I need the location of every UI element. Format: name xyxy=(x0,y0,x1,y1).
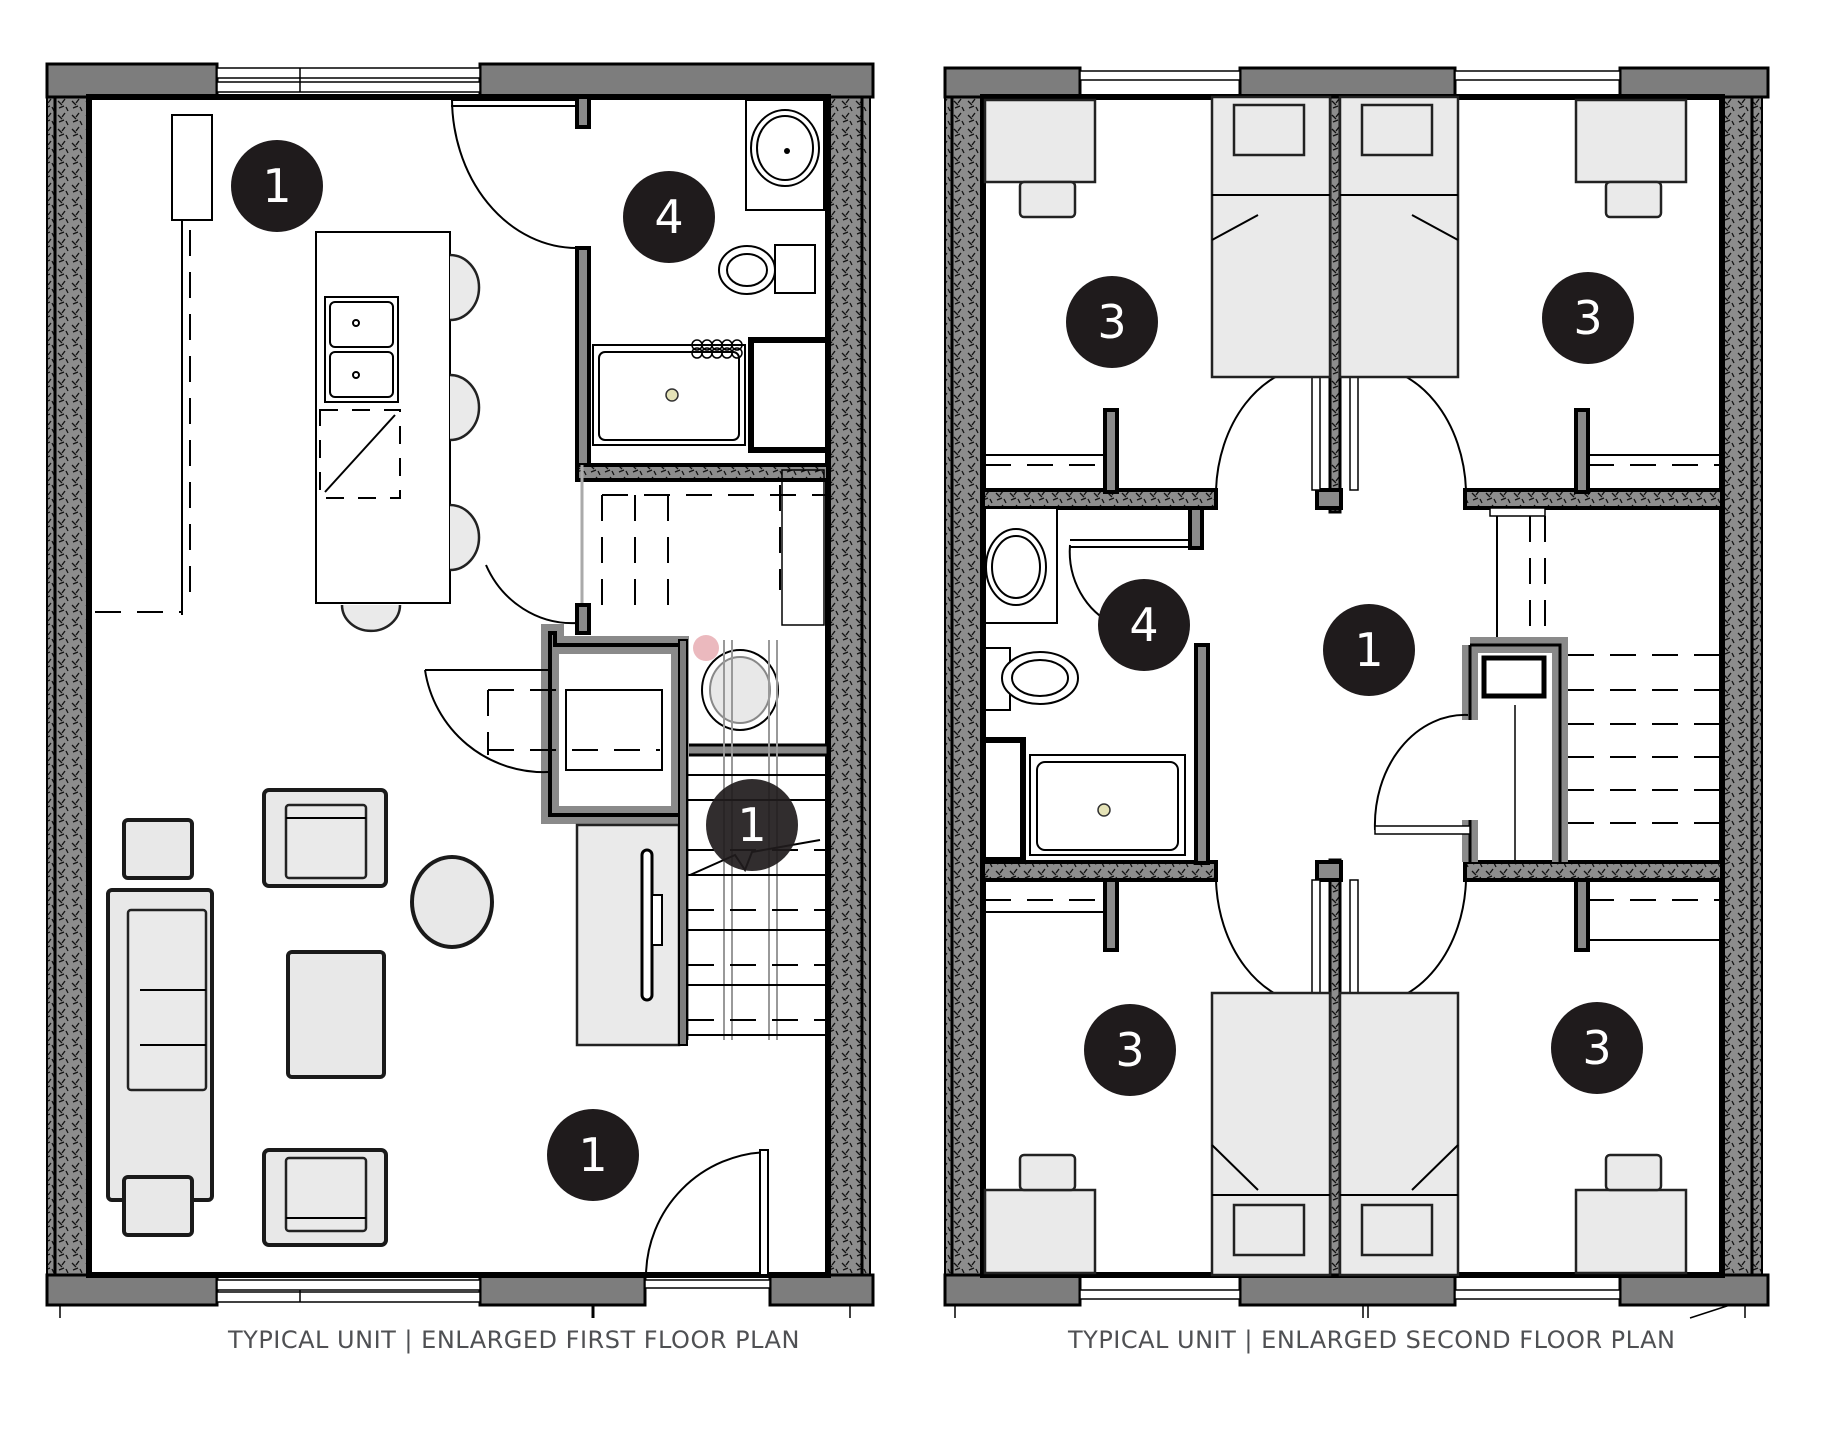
bar-stool xyxy=(340,604,402,633)
desk xyxy=(983,1188,1097,1275)
room-tag: 1 xyxy=(231,140,323,232)
svg-text:1: 1 xyxy=(262,159,291,213)
second-floor-plan-caption: TYPICAL UNIT | ENLARGED SECOND FLOOR PLA… xyxy=(1068,1326,1676,1354)
desk xyxy=(983,98,1097,184)
first-floor-bath-walls xyxy=(451,95,831,482)
svg-text:3: 3 xyxy=(1582,1021,1611,1075)
bar-stool xyxy=(449,373,481,442)
bedroom-closets xyxy=(985,454,1720,941)
room-tag: 1 xyxy=(706,779,798,871)
side-table xyxy=(122,818,194,880)
svg-text:1: 1 xyxy=(737,798,766,852)
bath-door-swing xyxy=(450,94,578,249)
desk-chair xyxy=(1018,180,1077,219)
second-floor-plan: 3 3 4 1 3 3 xyxy=(943,66,1770,1319)
water-heater-icon xyxy=(693,635,779,731)
svg-text:3: 3 xyxy=(1573,291,1602,345)
storage-closet xyxy=(601,469,828,626)
first-floor-plan: 1 4 1 1 xyxy=(45,62,875,1318)
second-floor-bathroom xyxy=(980,506,1210,865)
svg-text:4: 4 xyxy=(654,190,683,244)
room-tag: 1 xyxy=(547,1109,639,1201)
room-tag: 4 xyxy=(623,171,715,263)
beds xyxy=(1210,95,1460,1277)
room-tag: 3 xyxy=(1066,276,1158,368)
kitchen-island xyxy=(315,231,481,633)
washer-dryer-closet xyxy=(424,624,689,824)
desk xyxy=(1574,98,1688,184)
desk-chair xyxy=(1604,1153,1663,1192)
bar-stool xyxy=(449,503,481,572)
room-tag: 1 xyxy=(1323,604,1415,696)
bar-stool xyxy=(449,253,481,322)
desk-chair xyxy=(1018,1153,1077,1192)
laundry-door-swing xyxy=(485,564,578,625)
room-tag: 3 xyxy=(1551,1002,1643,1094)
living-room-furniture xyxy=(106,788,494,1247)
svg-text:1: 1 xyxy=(578,1128,607,1182)
room-tag: 3 xyxy=(1084,1004,1176,1096)
side-table xyxy=(122,1175,194,1237)
first-floor-bath-fixtures xyxy=(592,99,825,446)
desk-chair xyxy=(1604,180,1663,219)
room-tag: 4 xyxy=(1098,579,1190,671)
room-tag: 3 xyxy=(1542,272,1634,364)
refrigerator-icon xyxy=(575,639,688,1047)
exterior-walls xyxy=(943,66,1770,1319)
desk xyxy=(1574,1188,1688,1275)
svg-text:3: 3 xyxy=(1115,1023,1144,1077)
round-ottoman xyxy=(410,855,494,949)
svg-text:4: 4 xyxy=(1129,598,1158,652)
coffee-table xyxy=(286,950,386,1079)
svg-text:3: 3 xyxy=(1097,295,1126,349)
first-floor-plan-caption: TYPICAL UNIT | ENLARGED FIRST FLOOR PLAN xyxy=(228,1326,800,1354)
kitchen-counter xyxy=(95,114,213,615)
second-floor-stair xyxy=(1373,507,1720,862)
entry-door xyxy=(645,1149,769,1276)
exterior-walls xyxy=(45,62,875,1318)
desks xyxy=(983,98,1688,1275)
svg-text:1: 1 xyxy=(1354,623,1383,677)
